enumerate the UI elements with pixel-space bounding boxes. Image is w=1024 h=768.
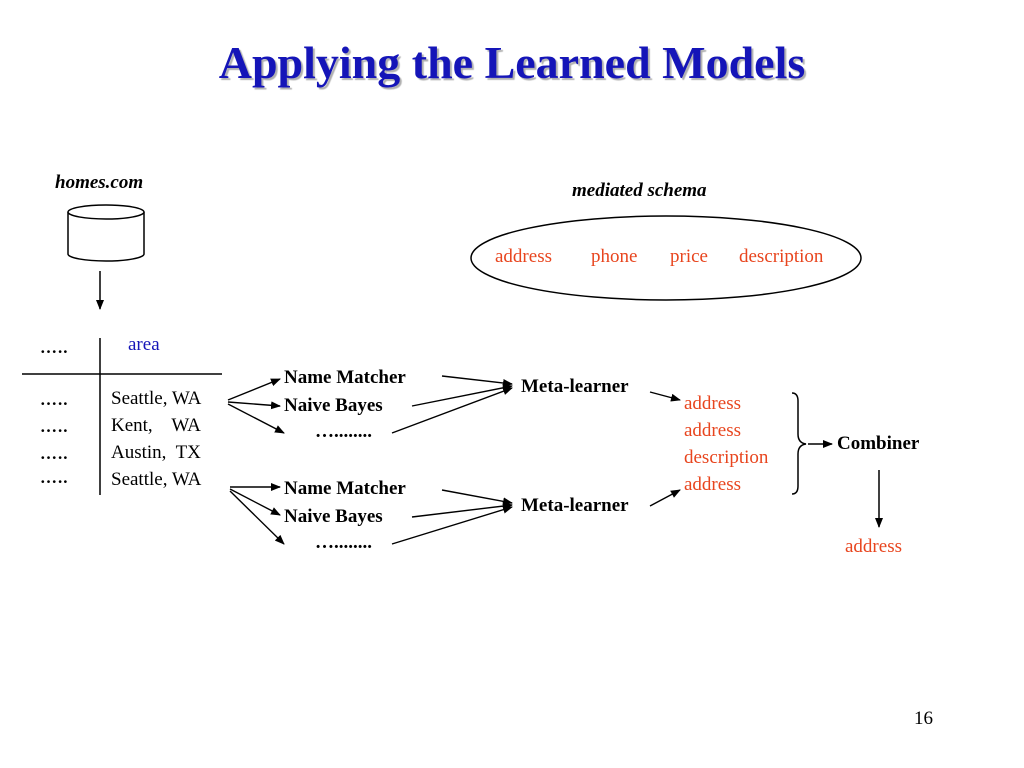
table-header-dots: …..: [40, 338, 69, 357]
arrow-row4-to-other: [229, 490, 285, 545]
arrow-meta2-to-predictions: [649, 489, 681, 507]
table-header-area: area: [128, 334, 160, 355]
combiner-label: Combiner: [837, 433, 920, 454]
table-row-area: Austin, TX: [111, 442, 201, 463]
mediated-schema-label: mediated schema: [572, 180, 707, 201]
schema-field-price: price: [670, 246, 708, 267]
arrow-g2-other-to-meta: [391, 505, 513, 545]
arrow-meta1-to-predictions: [649, 391, 681, 402]
arrow-g1-name-to-meta: [441, 375, 513, 387]
table-row-area: Kent, WA: [111, 415, 201, 436]
table-row-dots: …..: [40, 468, 69, 487]
prediction-label: description: [684, 447, 769, 468]
table-row-dots: …..: [40, 444, 69, 463]
table-row-area: Seattle, WA: [111, 469, 202, 490]
combiner-output: address: [845, 536, 902, 557]
table-row-dots: …..: [40, 417, 69, 436]
arrow-g1-other-to-meta: [391, 387, 513, 434]
arrow-g2-name-to-meta: [441, 489, 513, 506]
predictions-brace: [791, 392, 807, 495]
arrow-row1-to-naive-bayes: [227, 401, 281, 410]
slide-title: Applying the Learned Models: [218, 37, 806, 88]
schema-field-phone: phone: [591, 246, 638, 267]
schema-field-description: description: [739, 246, 824, 267]
base-learner-ellipsis: …........: [315, 421, 372, 442]
prediction-label: address: [684, 393, 741, 414]
prediction-label: address: [684, 474, 741, 495]
prediction-label: address: [684, 420, 741, 441]
base-learner-name-matcher: Name Matcher: [284, 367, 406, 388]
table-row-dots: …..: [40, 390, 69, 409]
base-learner-ellipsis: …........: [315, 532, 372, 553]
schema-field-address: address: [495, 246, 552, 267]
base-learner-name-matcher: Name Matcher: [284, 478, 406, 499]
arrow-g2-bayes-to-meta: [411, 502, 513, 518]
arrow-row4-to-naive-bayes: [229, 488, 281, 516]
database-icon: [67, 204, 145, 262]
arrow-row1-to-other: [227, 403, 285, 434]
base-learner-naive-bayes: Naive Bayes: [284, 395, 383, 416]
meta-learner-2: Meta-learner: [521, 495, 629, 516]
schema-ellipse: [470, 215, 862, 301]
meta-learner-1: Meta-learner: [521, 376, 629, 397]
base-learner-naive-bayes: Naive Bayes: [284, 506, 383, 527]
table-row-area: Seattle, WA: [111, 388, 202, 409]
source-label: homes.com: [55, 172, 144, 193]
arrow-g1-bayes-to-meta: [411, 383, 513, 407]
page-number: 16: [914, 708, 933, 729]
arrow-row1-to-name-matcher: [227, 378, 281, 401]
